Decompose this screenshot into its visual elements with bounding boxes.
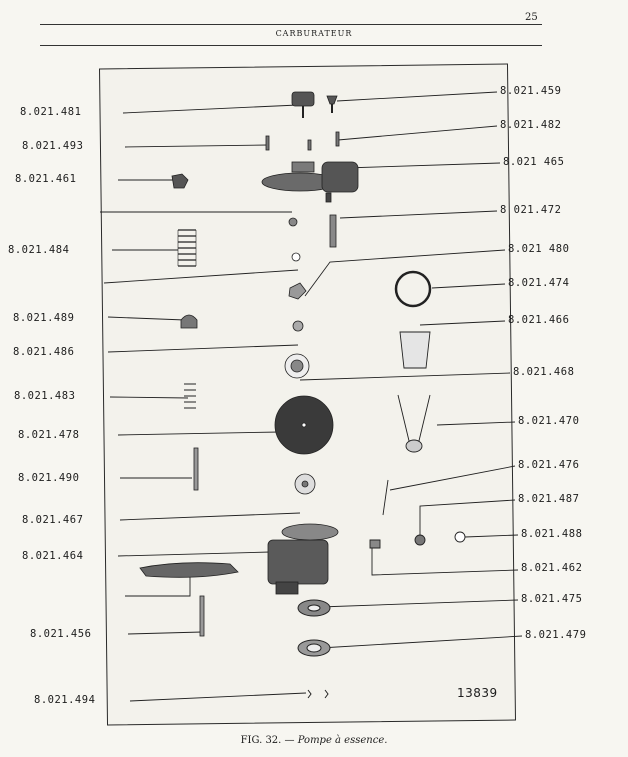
leader-line bbox=[122, 104, 299, 114]
part-label: 8.021.474 bbox=[508, 277, 570, 289]
leader-line bbox=[319, 635, 523, 649]
leader-line bbox=[319, 599, 519, 608]
leader-line bbox=[299, 372, 511, 381]
leader-line bbox=[109, 396, 189, 399]
header-rule-top bbox=[40, 24, 542, 25]
part-label: 8.021.494 bbox=[34, 694, 96, 706]
top-cover bbox=[261, 131, 359, 203]
part-label: 8.021.490 bbox=[18, 472, 80, 484]
pump-body bbox=[139, 523, 339, 637]
leader-line bbox=[389, 465, 516, 491]
leader-line bbox=[103, 269, 299, 284]
part-label: 8.021.481 bbox=[20, 106, 82, 118]
part-label: 8.021.484 bbox=[8, 244, 70, 256]
part-label: 8.021.486 bbox=[13, 346, 75, 358]
part-label: 8.021.476 bbox=[518, 459, 580, 471]
part-label: 8.021 465 bbox=[503, 156, 565, 168]
leader-line bbox=[127, 631, 203, 635]
leader-line bbox=[129, 692, 307, 702]
glass-bowl-parts bbox=[369, 270, 466, 549]
leader-line bbox=[107, 316, 186, 321]
leader-line bbox=[464, 534, 519, 538]
part-label: 8.021.456 bbox=[30, 628, 92, 640]
leader-line bbox=[125, 574, 191, 597]
part-label: 8.021.493 bbox=[22, 140, 84, 152]
caption-title: Pompe à essence. bbox=[297, 735, 388, 746]
part-label: 8.021.478 bbox=[18, 429, 80, 441]
part-label: 8.021.466 bbox=[508, 314, 570, 326]
leader-line bbox=[436, 421, 516, 426]
leader-line bbox=[117, 551, 271, 557]
leader-line bbox=[431, 283, 506, 289]
part-label: 8.021.464 bbox=[22, 550, 84, 562]
part-label: 8.021.475 bbox=[521, 593, 583, 605]
part-label: 8.021.459 bbox=[500, 85, 562, 97]
leader-line bbox=[119, 512, 301, 521]
spring-large bbox=[177, 229, 197, 267]
part-label: 8 021.472 bbox=[500, 204, 562, 216]
part-label: 8.021.488 bbox=[521, 528, 583, 540]
leader-line bbox=[117, 431, 281, 436]
part-label: 8.021 480 bbox=[508, 243, 570, 255]
part-label: 8.021.483 bbox=[14, 390, 76, 402]
part-label: 8.021.462 bbox=[521, 562, 583, 574]
caption-prefix: FIG. 32. — bbox=[240, 735, 295, 746]
leader-line bbox=[339, 210, 498, 219]
figure-caption: FIG. 32. — Pompe à essence. bbox=[0, 735, 628, 746]
cap-and-screw bbox=[291, 91, 338, 118]
part-label: 8.021.468 bbox=[513, 366, 575, 378]
part-label: 8.021.467 bbox=[22, 514, 84, 526]
running-title: CARBURATEUR bbox=[275, 29, 353, 38]
page-number: 25 bbox=[525, 12, 538, 23]
leader-line bbox=[124, 144, 269, 148]
leader-line bbox=[107, 344, 299, 353]
header-rule-bottom bbox=[40, 45, 542, 46]
part-label: 8.021.461 bbox=[15, 173, 77, 185]
leader-line bbox=[304, 249, 506, 297]
gaskets bbox=[297, 599, 331, 699]
leader-line bbox=[419, 499, 516, 538]
part-label: 8.021.482 bbox=[500, 119, 562, 131]
part-label: 8.021.489 bbox=[13, 312, 75, 324]
spring-small bbox=[184, 383, 196, 409]
leader-line bbox=[337, 125, 498, 141]
small-parts-left bbox=[171, 173, 337, 332]
diaphragm bbox=[193, 353, 334, 495]
part-label: 8.021.487 bbox=[518, 493, 580, 505]
leader-line bbox=[336, 91, 498, 102]
figure-number: 13839 bbox=[457, 686, 498, 700]
part-label: 8.021.470 bbox=[518, 415, 580, 427]
leader-line bbox=[371, 545, 519, 576]
part-label: 8.021.479 bbox=[525, 629, 587, 641]
leader-line bbox=[344, 162, 501, 169]
leader-line bbox=[419, 320, 506, 326]
